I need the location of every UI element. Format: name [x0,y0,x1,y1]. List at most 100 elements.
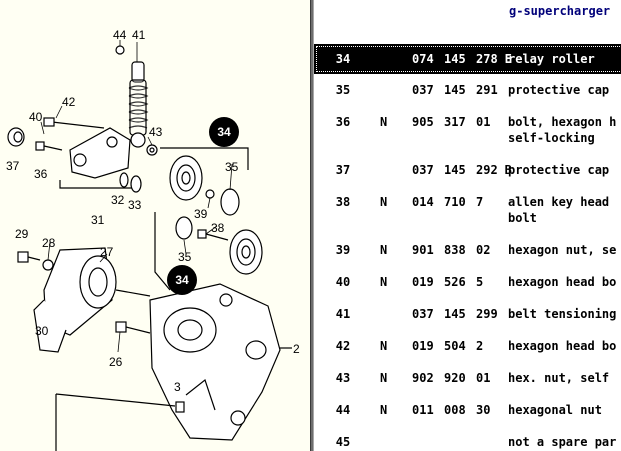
callout-39: 39 [194,207,208,221]
part-number-group-3: 292 [476,163,498,177]
callout-29: 29 [15,227,29,241]
part-number-group-2: 504 [444,339,466,353]
highlight-badge-34-upper[interactable]: 34 [209,117,239,147]
part-number-group-2: 920 [444,371,466,385]
part-description: not a spare par [508,435,617,449]
part-number-group-2: 008 [444,403,466,417]
relay-roller-upper[interactable] [160,147,249,216]
callout-26: 26 [109,355,123,369]
part-number-group-2: 145 [444,83,466,97]
part-number-group-1: 019 [412,275,434,289]
callout-labels: 44 41 42 40 43 37 36 35 32 33 31 39 38 2… [6,28,300,394]
callout-3: 3 [174,380,181,394]
callout-35-upper: 35 [225,160,239,174]
hex-nut-part[interactable] [146,144,158,156]
part-number-group-1: 037 [412,163,434,177]
part-description: protective cap [508,163,610,177]
callout-36: 36 [34,167,48,181]
part-number-group-1: 902 [412,371,434,385]
n-flag: N [380,115,388,129]
part-number-group-2: 145 [444,163,466,177]
hex-bolt-part[interactable] [35,141,63,151]
callout-38: 38 [211,221,225,235]
part-description: hexagon head bo [508,275,617,289]
supercharger-pulley-mount[interactable] [33,247,151,353]
part-number-suffix: B [504,163,512,177]
position-number: 40 [335,275,351,289]
part-number-group-2: 317 [444,115,466,129]
part-number-group-1: 037 [412,83,434,97]
protective-cap-part[interactable] [7,127,25,147]
part-number-group-1: 014 [412,195,434,209]
n-flag: N [380,195,388,209]
main-housing[interactable] [115,283,292,441]
position-number: 35 [335,83,351,97]
part-number-group-2: 145 [444,52,466,66]
callout-2: 2 [293,342,300,356]
n-flag: N [380,403,388,417]
pane-divider[interactable] [310,0,314,451]
callout-35-lower: 35 [178,250,192,264]
part-number-group-1: 011 [412,403,434,417]
position-number: 39 [335,243,351,257]
callout-37: 37 [6,159,20,173]
part-description: belt tensioning [508,307,617,321]
n-flag: N [380,275,388,289]
position-number: 41 [335,307,351,321]
part-number-group-3: 7 [476,195,484,209]
part-number-group-3: 30 [476,403,491,417]
part-number-suffix: E [504,52,512,66]
part-number-group-3: 5 [476,275,484,289]
callout-33: 33 [128,198,142,212]
part-number-group-3: 02 [476,243,491,257]
svg-text:34: 34 [175,273,189,287]
position-number: 34 [335,52,351,66]
part-description: relay roller [508,52,595,66]
callout-42: 42 [62,95,76,109]
mount-bolt-nut[interactable] [17,251,54,271]
part-description: hexagon nut, se [508,243,617,257]
n-flag: N [380,339,388,353]
callout-41: 41 [132,28,146,42]
position-number: 45 [335,435,351,449]
section-title: g-supercharger [509,4,611,18]
n-flag: N [380,243,388,257]
cover-plate-outline [55,393,176,451]
part-description: hexagon head bo [508,339,617,353]
part-description: hexagonal nut [508,403,602,417]
tensioner-bracket[interactable] [43,117,133,189]
position-number: 44 [335,403,351,417]
callout-40: 40 [29,110,43,124]
callout-27: 27 [100,245,114,259]
callout-44: 44 [113,28,127,42]
part-number-group-3: 01 [476,371,491,385]
part-description: allen key head bolt [508,195,610,225]
part-number-group-3: 2 [476,339,484,353]
part-description: bolt, hexagon h self-locking [508,115,617,145]
relay-roller-lower[interactable] [154,212,263,291]
callout-32: 32 [111,193,125,207]
position-number: 36 [335,115,351,129]
part-number-group-2: 145 [444,307,466,321]
part-number-group-1: 901 [412,243,434,257]
part-number-group-2: 838 [444,243,466,257]
position-number: 37 [335,163,351,177]
part-number-group-1: 905 [412,115,434,129]
position-number: 42 [335,339,351,353]
diagram-drawing: 44 41 42 40 43 37 36 35 32 33 31 39 38 2… [6,28,300,451]
callout-30: 30 [35,324,49,338]
callout-43: 43 [149,125,163,139]
part-number-group-2: 710 [444,195,466,209]
highlight-badge-34-lower[interactable]: 34 [167,265,197,295]
n-flag: N [380,371,388,385]
callout-28: 28 [42,236,56,250]
spacer-washers[interactable] [119,172,142,193]
callout-31: 31 [91,213,105,227]
part-number-group-3: 291 [476,83,498,97]
part-number-group-1: 074 [412,52,434,66]
part-number-group-1: 037 [412,307,434,321]
exploded-parts-diagram: 44 41 42 40 43 37 36 35 32 33 31 39 38 2… [0,0,310,451]
belt-tensioner-strut[interactable] [115,45,149,148]
